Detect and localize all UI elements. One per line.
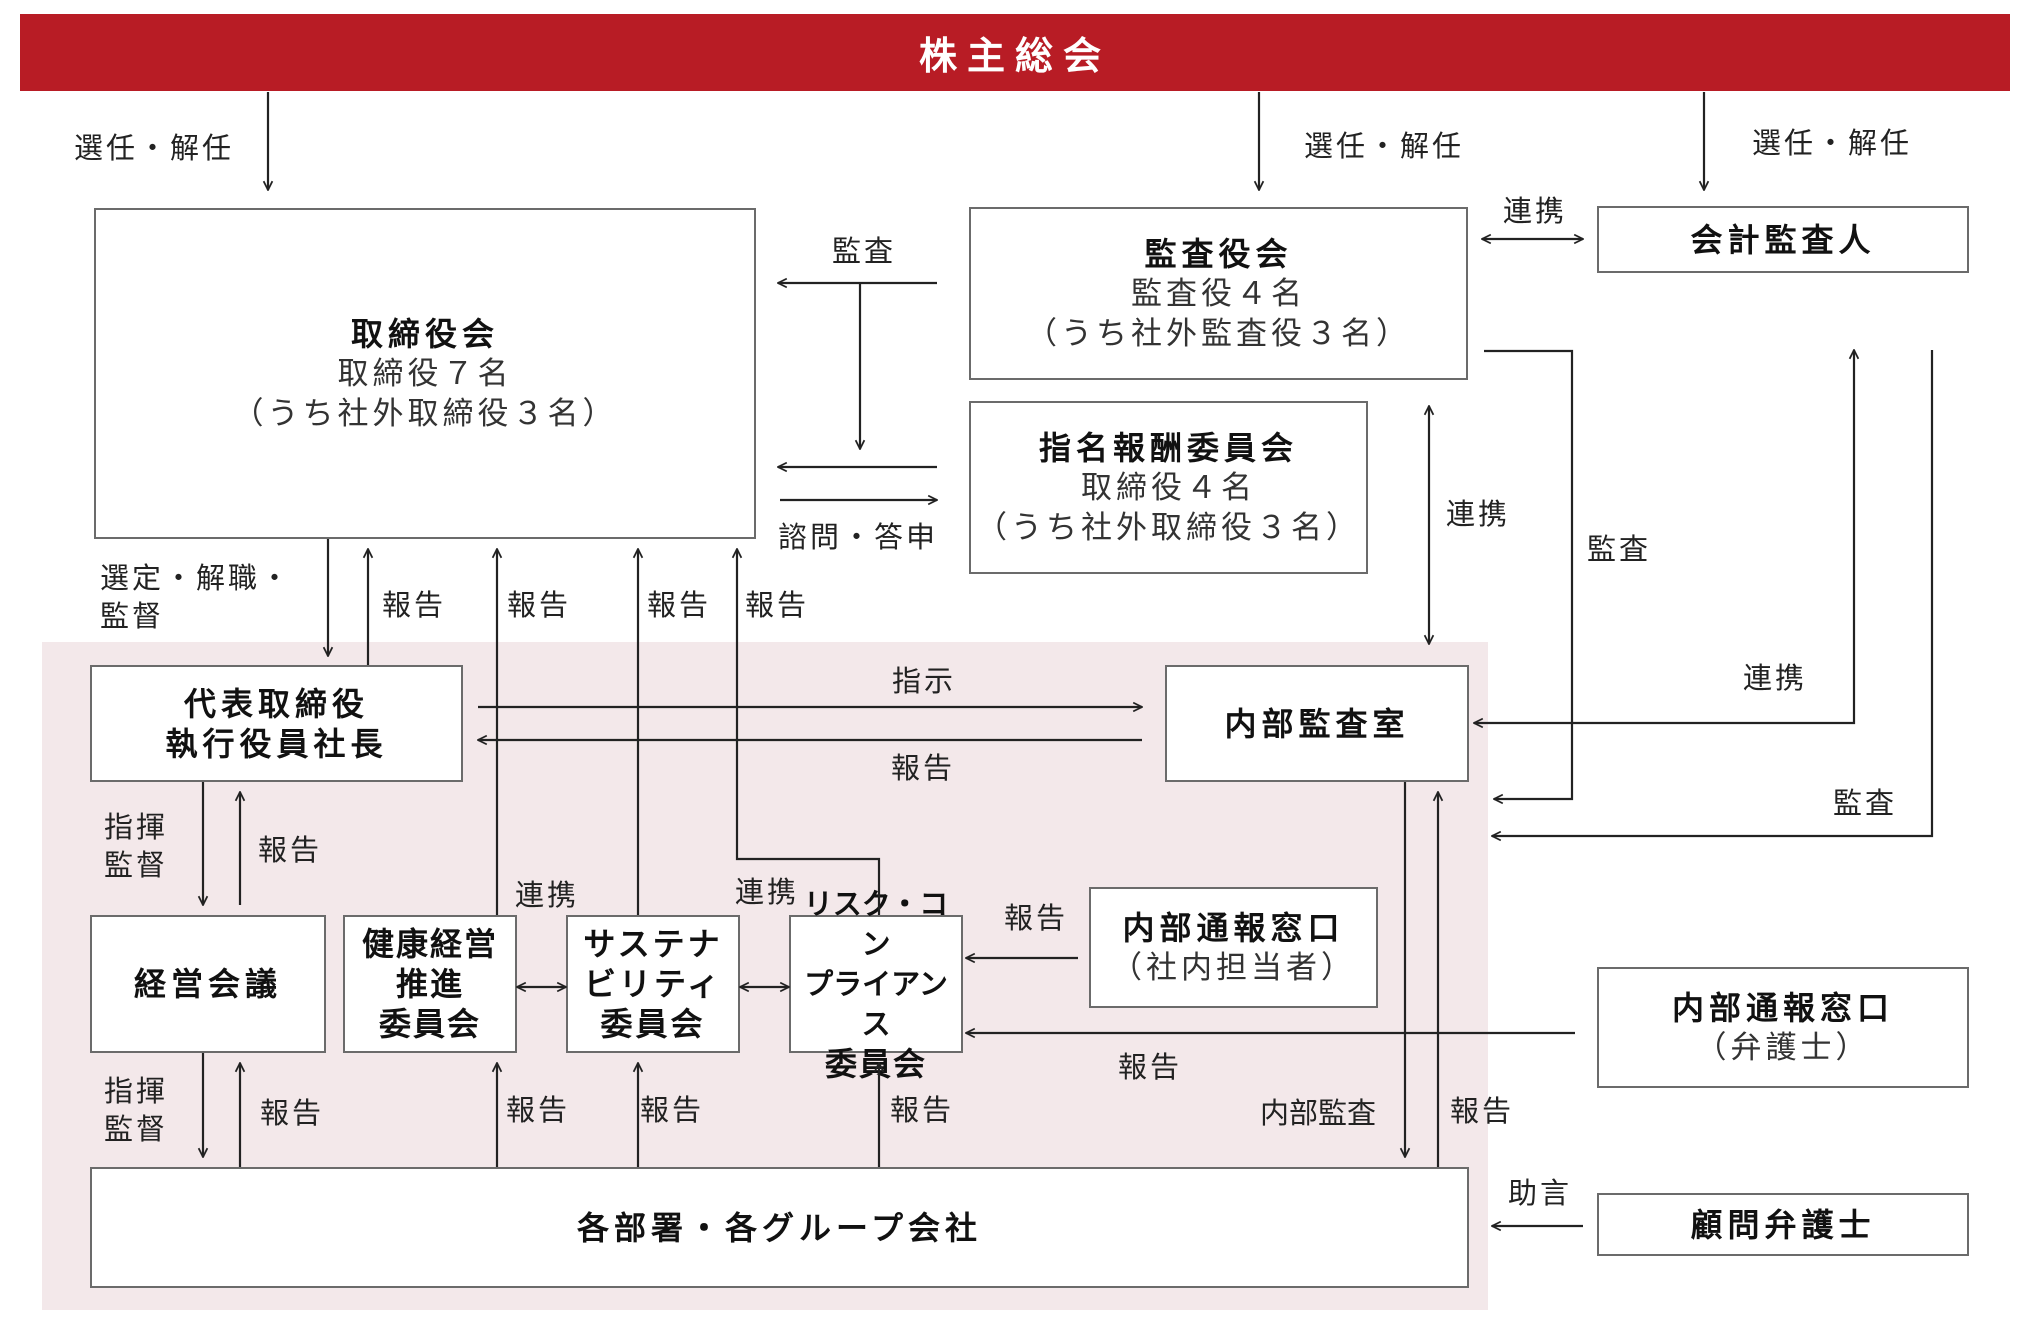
president-line1: 代表取締役 [183,684,369,723]
direct1-label-line1: 指揮 [104,810,169,844]
report-c-label: 報告 [647,588,712,622]
management-meeting-title: 経営会議 [133,965,282,1003]
accountant-audit-arrow [1492,350,1934,836]
report-dept4-label: 報告 [890,1093,955,1127]
nomination-member-count: 取締役４名 [1081,469,1256,506]
internal-audit-label: 内部監査 [1260,1096,1377,1130]
report-d-label: 報告 [745,588,810,622]
report-dept2-label: 報告 [506,1093,571,1127]
elect-auditors-label: 選任・解任 [1304,129,1465,163]
direct2-label-line1: 指揮 [104,1074,169,1108]
legal-advisor-box: 顧問弁護士 [1597,1193,1969,1256]
coop-health-label: 連携 [515,878,580,912]
audit-top-label: 監査 [832,234,897,268]
risk-compliance-committee-box: リスク・コン プライアンス 委員会 [789,887,963,1083]
risk-line1: リスク・コン [803,887,949,961]
sustainability-line2: ビリティ [583,965,723,1003]
elect-accountant-label: 選任・解任 [1752,126,1913,160]
advice-label: 助言 [1508,1176,1573,1210]
health-line3: 委員会 [378,1005,481,1043]
sustainability-committee-box: サステナ ビリティ 委員会 [566,915,740,1053]
whistle-internal-sub: （社内担当者） [1111,949,1356,986]
whistleblower-internal-box: 内部通報窓口 （社内担当者） [1089,887,1378,1008]
health-line2: 推進 [395,965,464,1003]
coop-risk-label: 連携 [735,875,800,909]
president-line2: 執行役員社長 [165,724,388,763]
report-mgmt-label: 報告 [258,833,323,867]
report-internal-label: 報告 [1450,1094,1515,1128]
whistleblower-lawyer-box: 内部通報窓口 （弁護士） [1597,967,1969,1088]
whistle-lawyer-sub: （弁護士） [1695,1029,1871,1066]
board-title: 取締役会 [350,314,499,353]
select-label-line2: 監督 [100,599,165,633]
shareholders-meeting-banner: 株主総会 [20,14,2010,91]
audit-board-box: 監査役会 監査役４名 （うち社外監査役３名） [969,207,1468,380]
whistle-lawyer-title: 内部通報窓口 [1671,988,1894,1027]
legal-advisor-title: 顧問弁護士 [1690,1205,1876,1244]
report-dept1-label: 報告 [260,1096,325,1130]
nomination-outside-count: （うち社外取締役３名） [976,509,1361,546]
coop-accountant-internal-label: 連携 [1743,661,1808,695]
select-label-line1: 選定・解職・ [100,561,293,595]
audit-right-label: 監査 [1587,532,1652,566]
direct2-label-line2: 監督 [104,1112,169,1146]
health-committee-box: 健康経営 推進 委員会 [343,915,517,1053]
direct1-label-line2: 監督 [104,848,169,882]
report-exec-label: 報告 [891,751,956,785]
risk-line2: プライアンス [804,967,948,1041]
audit-board-audit-exec-arrow [1484,349,1574,799]
coop-audit-internal-label: 連携 [1446,497,1511,531]
nomination-title: 指名報酬委員会 [1038,428,1298,467]
report-a-label: 報告 [382,588,447,622]
consult-label: 諮問・答申 [778,520,939,554]
departments-box: 各部署・各グループ会社 [90,1167,1469,1288]
nomination-committee-box: 指名報酬委員会 取締役４名 （うち社外取締役３名） [969,401,1368,574]
board-member-count: 取締役７名 [337,355,513,392]
elect-board-label: 選任・解任 [74,131,235,165]
departments-title: 各部署・各グループ会社 [576,1208,983,1247]
management-meeting-box: 経営会議 [90,915,326,1053]
report-lawyer-label: 報告 [1118,1050,1183,1084]
internal-audit-office-box: 内部監査室 [1165,665,1469,782]
shareholders-meeting-title: 株主総会 [918,34,1111,78]
audit-board-outside-count: （うち社外監査役３名） [1026,315,1411,352]
coop-auditors-accountant-label: 連携 [1503,194,1568,228]
sustainability-line3: 委員会 [600,1005,706,1043]
risk-report-board-arrow [737,549,881,915]
president-box: 代表取締役 執行役員社長 [90,665,463,782]
whistle-internal-title: 内部通報窓口 [1122,908,1345,947]
audit-accountant-label: 監査 [1833,786,1898,820]
audit-board-title: 監査役会 [1144,234,1293,273]
report-whistle-label: 報告 [1004,901,1069,935]
sustainability-line1: サステナ [583,925,723,963]
board-outside-count: （うち社外取締役３名） [232,395,618,432]
board-of-directors-box: 取締役会 取締役７名 （うち社外取締役３名） [94,208,756,539]
audit-board-member-count: 監査役４名 [1131,275,1306,312]
health-line1: 健康経営 [361,925,498,963]
internal-audit-title: 内部監査室 [1224,704,1410,743]
instruct-label: 指示 [892,664,957,698]
coop-accountant-internal-arrow [1474,350,1854,723]
accounting-auditor-box: 会計監査人 [1597,206,1969,273]
accounting-auditor-title: 会計監査人 [1690,220,1876,259]
report-dept3-label: 報告 [640,1093,705,1127]
report-b-label: 報告 [507,588,572,622]
